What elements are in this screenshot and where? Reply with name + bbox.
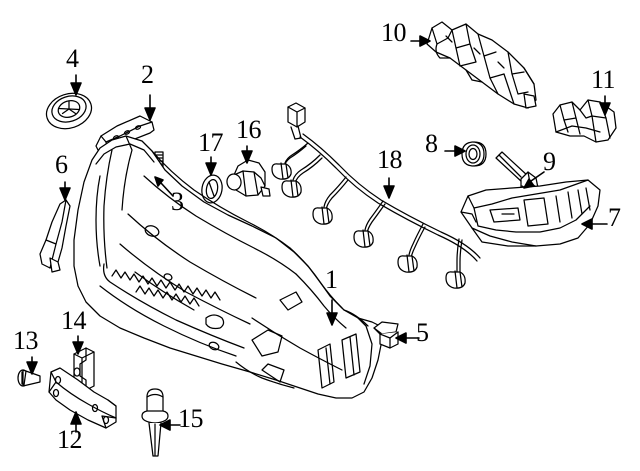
callout-label-12: 12: [57, 425, 83, 454]
part-17-sensor-retaining-ring: [201, 174, 223, 204]
part-12-license-plate-bracket: [48, 367, 117, 429]
part-8-grommet-bushing: [461, 141, 487, 167]
callout-label-18: 18: [377, 145, 403, 174]
callout-label-4: 4: [66, 44, 79, 73]
callout-label-11: 11: [591, 65, 616, 94]
part-4-star-emblem: [45, 92, 93, 130]
part-7-bumper-filler-right: [460, 179, 601, 247]
callout-label-8: 8: [425, 129, 438, 158]
callout-label-9: 9: [543, 147, 556, 176]
callout-label-7: 7: [608, 203, 621, 232]
callout-label-2: 2: [141, 60, 154, 89]
part-18-sensor-wire-harness: [271, 102, 481, 289]
callout-label-14: 14: [61, 306, 87, 335]
callout-label-10: 10: [381, 18, 407, 47]
callout-label-16: 16: [236, 115, 262, 144]
callout-label-13: 13: [13, 326, 39, 355]
part-5-retainer-clip: [373, 321, 399, 349]
part-13-plate-screw: [17, 369, 41, 387]
part-10-impact-absorber: [426, 21, 537, 109]
callout-label-17: 17: [198, 128, 224, 157]
part-1-bumper-cover: [73, 135, 383, 399]
callout-label-15: 15: [178, 404, 204, 433]
part-11-side-mount-bracket: [552, 99, 617, 143]
callout-label-3: 3: [171, 187, 184, 216]
callout-label-6: 6: [55, 150, 68, 179]
callout-label-5: 5: [416, 318, 429, 347]
callout-arrows: [26, 35, 611, 433]
part-16-park-assist-sensor: [226, 159, 271, 197]
part-15-locating-pin: [141, 388, 169, 457]
part-6-side-guide-bracket: [39, 199, 71, 273]
callout-label-1: 1: [325, 265, 338, 294]
